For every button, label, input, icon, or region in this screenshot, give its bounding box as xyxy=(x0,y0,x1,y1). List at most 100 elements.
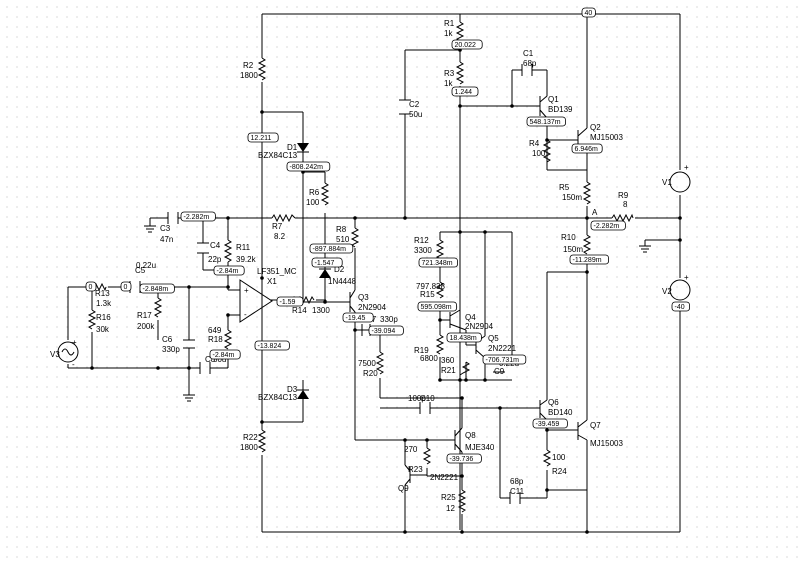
node-label-a: A xyxy=(592,208,598,217)
diode-d1 xyxy=(297,143,309,158)
voltage-probe[interactable]: 40 xyxy=(581,7,596,18)
source-v3 xyxy=(57,341,79,363)
voltage-probe[interactable]: 20.022 xyxy=(451,39,483,50)
value-r15: 797.838 xyxy=(416,282,445,291)
resistor-r15 xyxy=(435,281,445,299)
label-r1: R1 xyxy=(444,19,455,28)
label-r9: R9 xyxy=(618,191,629,200)
ground-symbol xyxy=(144,225,156,233)
voltage-probe[interactable]: -706.731m xyxy=(482,354,527,365)
voltage-probe-value: -39.459 xyxy=(536,421,560,428)
label-q7: Q7 xyxy=(590,421,601,430)
label-r22: R22 xyxy=(243,433,258,442)
voltage-probe[interactable]: -1.59 xyxy=(276,296,304,307)
voltage-probe[interactable]: -40 xyxy=(671,301,691,312)
label-r12: R12 xyxy=(414,236,429,245)
resistor-r1 xyxy=(455,21,465,42)
value-c10: 100p xyxy=(408,394,426,403)
voltage-probe-value: 595.098m xyxy=(421,304,452,311)
voltage-probe[interactable]: 595.098m xyxy=(417,301,457,312)
voltage-probe[interactable]: -2.84m xyxy=(209,349,241,360)
value-c5: 0.22u xyxy=(136,261,156,270)
label-d2: D2 xyxy=(334,265,345,274)
voltage-probe[interactable]: -13.824 xyxy=(254,340,290,351)
label-c3: C3 xyxy=(160,224,171,233)
voltage-probe[interactable]: 18.438m xyxy=(446,332,482,343)
label-q2: Q2 xyxy=(590,123,601,132)
value-q7: MJ15003 xyxy=(590,439,623,448)
voltage-probe[interactable]: 548.137m xyxy=(526,116,566,127)
voltage-probe-value: -1.547 xyxy=(315,260,335,267)
voltage-probe[interactable]: -897.884m xyxy=(309,243,354,254)
voltage-probe[interactable]: -808.242m xyxy=(286,161,331,172)
capacitor-c11 xyxy=(509,492,521,504)
voltage-probe[interactable]: 6.946m xyxy=(571,143,603,154)
label-r13: R13 xyxy=(95,289,110,298)
voltage-probe[interactable]: 1.244 xyxy=(451,86,479,97)
value-q6: BD140 xyxy=(548,408,573,417)
voltage-probe-value: 18.438m xyxy=(450,335,477,342)
label-v1: V1 xyxy=(662,178,672,187)
resistor-r25 xyxy=(457,489,467,513)
value-x1: LF351_MC xyxy=(257,267,297,276)
voltage-probe-value: 721.348m xyxy=(422,260,453,267)
voltage-probe[interactable]: -39.459 xyxy=(532,418,568,429)
label-c11: C11 xyxy=(510,487,525,496)
resistor-r17 xyxy=(153,297,163,318)
voltage-probe[interactable]: 12.211 xyxy=(247,132,279,143)
capacitor-c2 xyxy=(399,99,411,115)
voltage-probe-value: -19.45 xyxy=(346,315,366,322)
voltage-probe-value: -40 xyxy=(675,304,685,311)
voltage-probe[interactable]: 721.348m xyxy=(418,257,458,268)
label-r4: R4 xyxy=(529,139,540,148)
capacitor-c3 xyxy=(167,212,180,224)
voltage-probe[interactable]: -39.736 xyxy=(446,453,482,464)
value-r3: 1k xyxy=(444,79,453,88)
transistor-q3 xyxy=(349,289,356,313)
value-r23: 270 xyxy=(404,445,418,454)
value-r4: 100 xyxy=(532,149,546,158)
sources xyxy=(57,171,691,363)
label-q3: Q3 xyxy=(358,293,369,302)
voltage-probe[interactable]: -2.848m xyxy=(139,283,175,294)
value-r17: 200k xyxy=(137,322,155,331)
value-q3: 2N2904 xyxy=(358,303,387,312)
value-r10: 150m xyxy=(563,245,583,254)
voltage-probe-value: 6.946m xyxy=(575,146,599,153)
resistor-r24 xyxy=(542,449,552,467)
label-q8: Q8 xyxy=(465,431,476,440)
value-r19: 6800 xyxy=(420,354,438,363)
voltage-probe-value: -39.094 xyxy=(372,328,396,335)
value-r13: 1.3k xyxy=(96,299,112,308)
label-q9: Q9 xyxy=(398,484,409,493)
value-r7: 8.2 xyxy=(274,232,286,241)
value-q2: MJ15003 xyxy=(590,133,623,142)
label-q5: Q5 xyxy=(488,334,499,343)
label-r7: R7 xyxy=(272,222,283,231)
label-c5: C5 xyxy=(135,266,146,275)
value-q9: 2N2221 xyxy=(430,473,459,482)
voltage-probe[interactable]: -2.282m xyxy=(180,211,216,222)
voltage-probe[interactable]: -2.282m xyxy=(590,220,626,231)
voltage-probe[interactable]: -2.84m xyxy=(213,265,245,276)
voltage-probe[interactable]: -39.094 xyxy=(368,325,404,336)
voltage-probe-value: -1.59 xyxy=(280,299,296,306)
label-c10: C10 xyxy=(420,394,435,403)
resistor-r3 xyxy=(455,61,465,85)
label-r19: R19 xyxy=(414,346,429,355)
label-r3: R3 xyxy=(444,69,455,78)
voltage-probe[interactable]: -11.289m xyxy=(569,254,609,265)
value-r16: 30k xyxy=(96,325,110,334)
label-r20: R20 xyxy=(363,369,378,378)
voltage-probe[interactable]: -19.45 xyxy=(342,312,374,323)
voltage-probe-value: -2.848m xyxy=(143,286,169,293)
voltage-probe[interactable]: 0 xyxy=(120,281,132,292)
voltage-probe-value: -897.884m xyxy=(313,246,347,253)
voltage-probe[interactable]: 0 xyxy=(85,281,97,292)
transistors xyxy=(349,95,588,486)
v2-plus-label: + xyxy=(684,273,689,282)
resistor-r7 xyxy=(271,213,296,223)
voltage-probe[interactable]: -1.547 xyxy=(311,257,343,268)
label-q4: Q4 xyxy=(465,313,476,322)
label-r21: R21 xyxy=(441,366,456,375)
